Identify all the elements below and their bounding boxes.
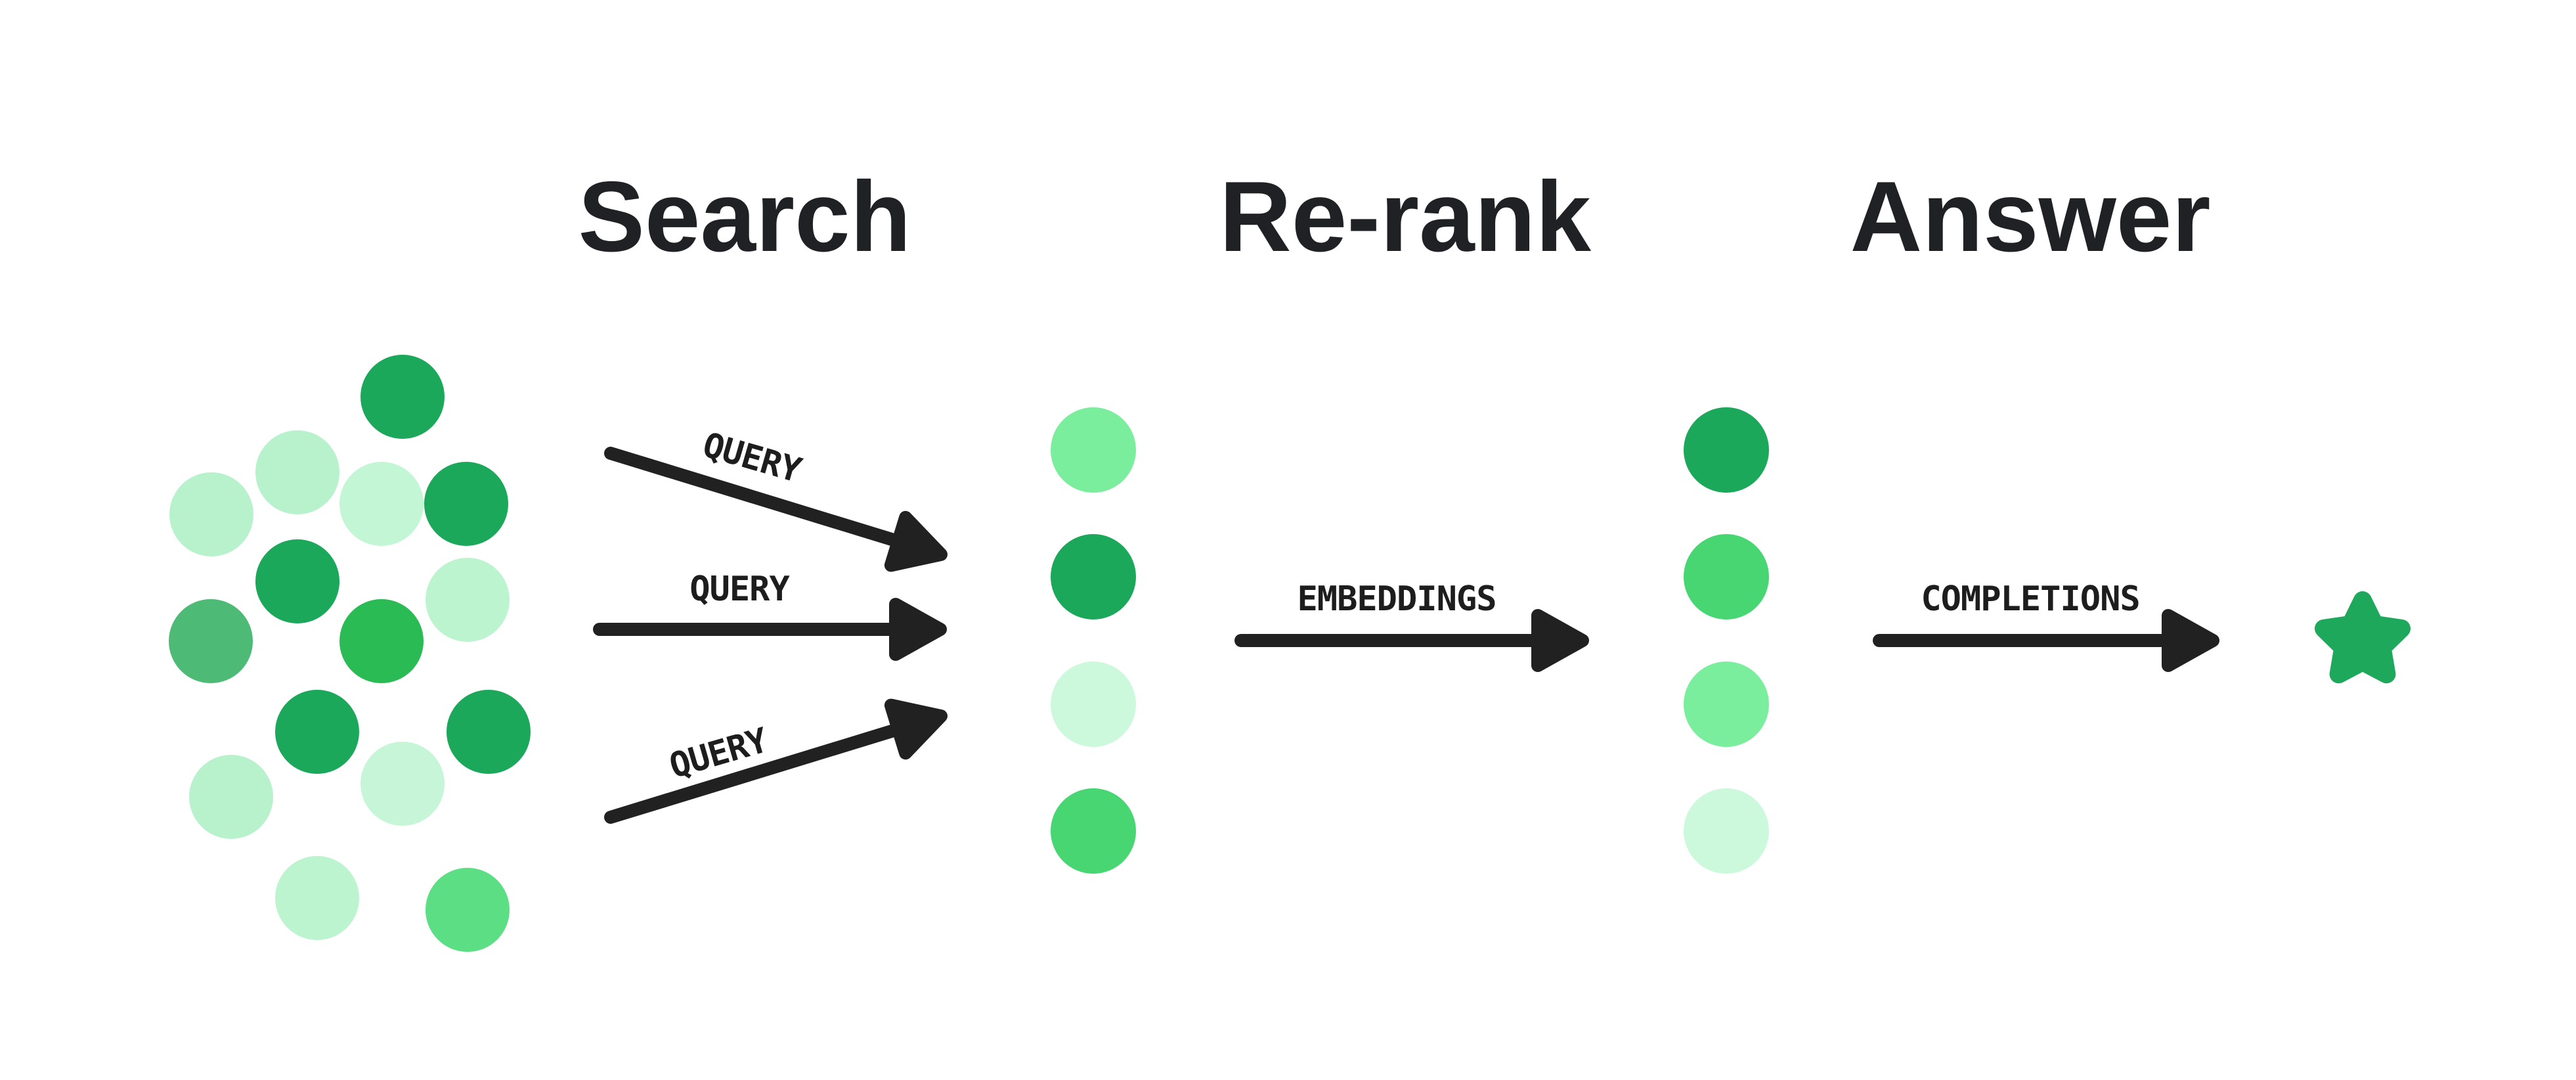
document-cluster-dot <box>339 462 424 546</box>
rerank-result-dot <box>1684 662 1769 747</box>
stage-title: Search <box>579 161 911 273</box>
document-cluster-dot <box>339 599 424 683</box>
arrow-label: COMPLETIONS <box>1921 579 2139 619</box>
document-cluster-dot <box>447 690 531 774</box>
document-cluster-dot <box>275 856 359 940</box>
arrow-label: EMBEDDINGS <box>1297 579 1496 619</box>
search-result-dot <box>1051 407 1136 493</box>
query-arrow-top-shaft <box>604 447 903 547</box>
rerank-result-dot <box>1684 788 1769 874</box>
document-cluster-dot <box>255 539 339 623</box>
star-icon <box>2315 591 2411 684</box>
rerank-result-dot <box>1684 534 1769 619</box>
embeddings-arrow-head <box>1531 609 1589 672</box>
rerank-result-dot <box>1684 407 1769 493</box>
document-cluster-dot <box>426 868 510 952</box>
query-arrow-top-head <box>884 510 948 572</box>
query-arrow-bottom-head <box>884 698 948 760</box>
search-result-dot <box>1051 662 1136 747</box>
search-result-dot <box>1051 788 1136 874</box>
document-cluster-dot <box>169 599 253 683</box>
document-cluster-dot <box>360 355 445 439</box>
document-cluster-dot <box>189 755 273 839</box>
document-cluster-dot <box>275 690 359 774</box>
search-result-dot <box>1051 534 1136 619</box>
stage-title: Re-rank <box>1219 161 1591 273</box>
document-cluster-dot <box>169 472 253 556</box>
query-arrow-middle-head <box>889 598 947 661</box>
document-cluster-dot <box>360 742 445 826</box>
document-cluster-dot <box>424 462 508 546</box>
document-cluster-dot <box>255 430 339 514</box>
completions-arrow-head <box>2162 609 2219 672</box>
stage-title: Answer <box>1850 161 2210 273</box>
document-cluster-dot <box>426 558 510 642</box>
query-arrow-bottom-shaft <box>604 723 903 824</box>
arrow-label: QUERY <box>689 570 790 609</box>
